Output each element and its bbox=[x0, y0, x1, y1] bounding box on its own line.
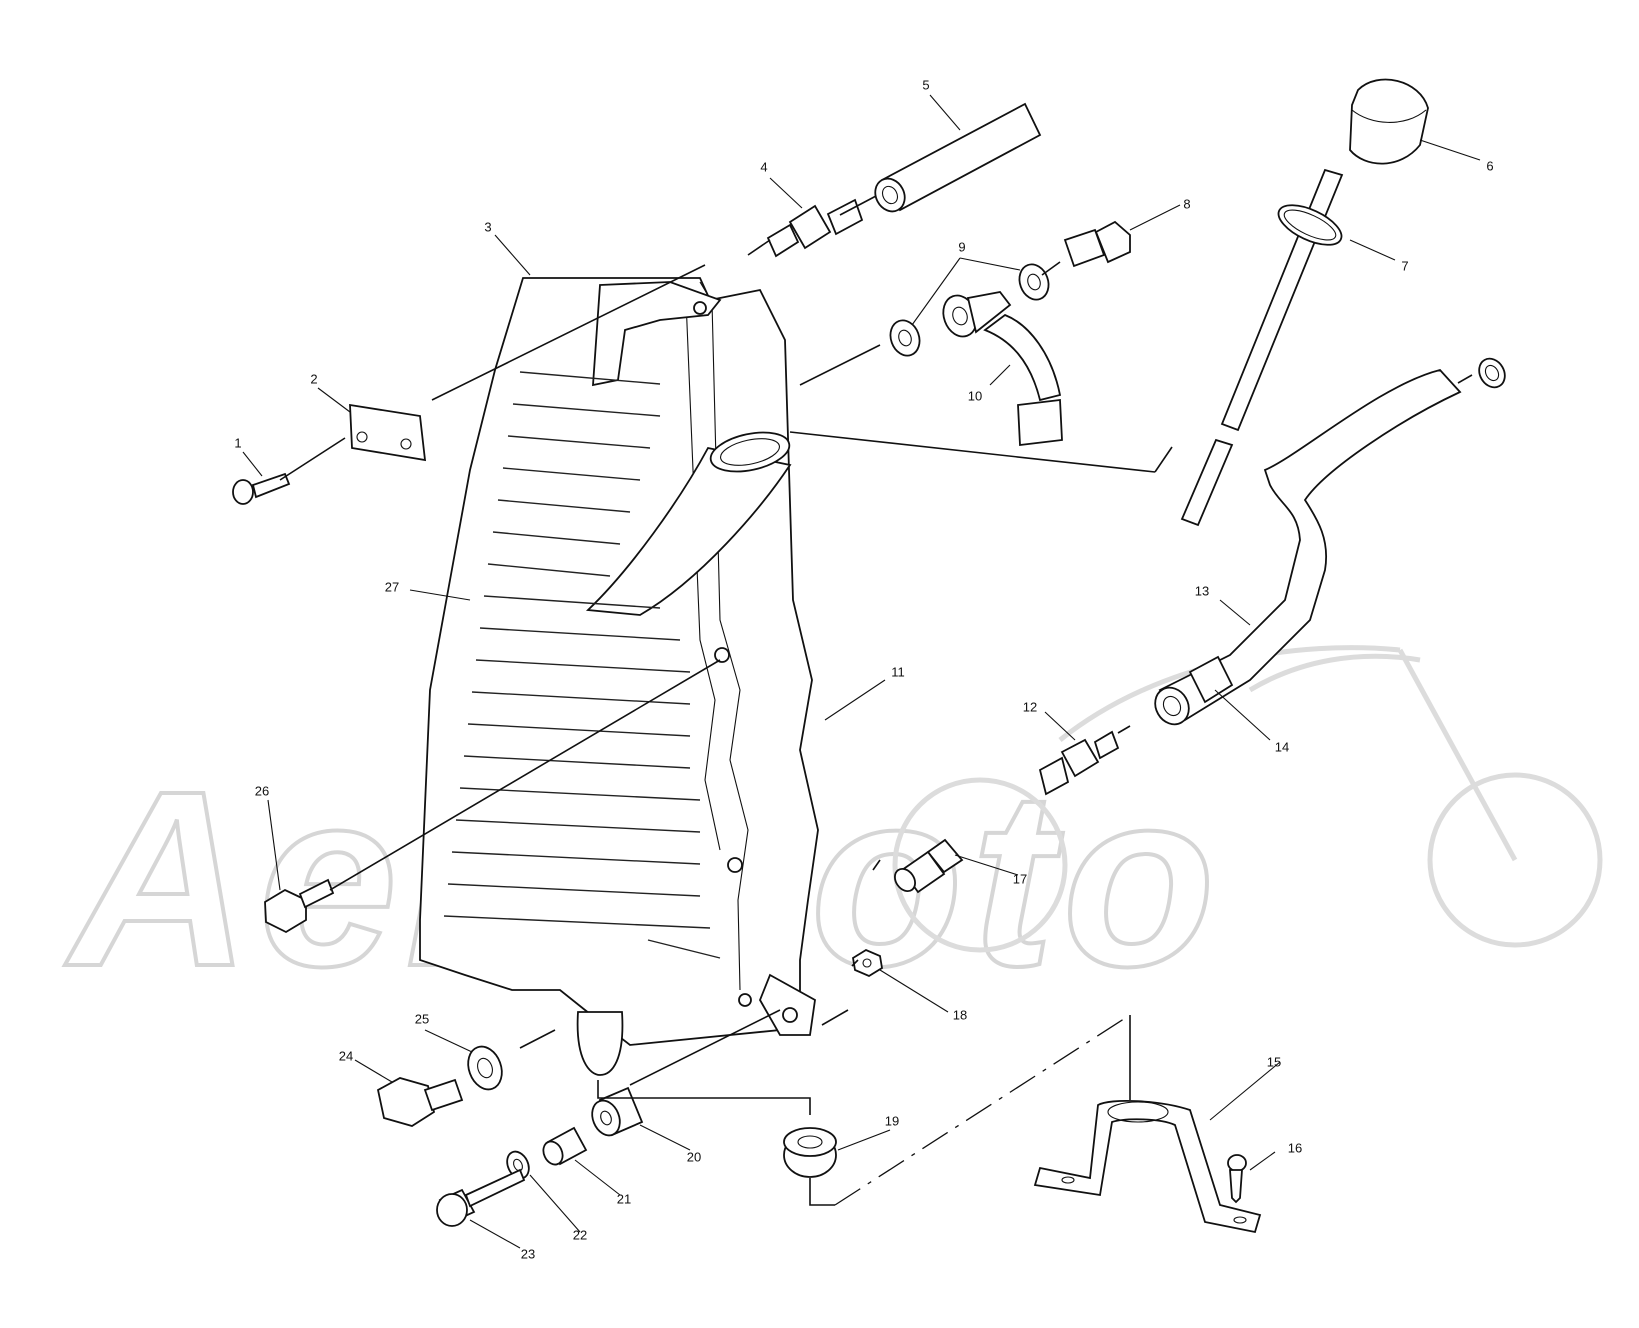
callout-23: 23 bbox=[521, 1246, 535, 1261]
callout-labels: 1 2 3 4 5 6 7 8 9 10 11 12 13 14 15 16 1… bbox=[234, 77, 1493, 1261]
callout-14: 14 bbox=[1275, 739, 1289, 754]
callout-15: 15 bbox=[1267, 1054, 1281, 1069]
callout-13: 13 bbox=[1195, 583, 1209, 598]
assembly-lines bbox=[279, 195, 1473, 1206]
part-2-plate bbox=[349, 403, 427, 462]
callout-3: 3 bbox=[484, 219, 491, 234]
callout-10: 10 bbox=[968, 388, 982, 403]
part-17-sensor bbox=[894, 838, 964, 894]
part-15-bracket bbox=[1033, 1099, 1262, 1234]
callout-5: 5 bbox=[922, 77, 929, 92]
callout-2: 2 bbox=[310, 371, 317, 386]
callout-24: 24 bbox=[339, 1048, 353, 1063]
callout-20: 20 bbox=[687, 1149, 701, 1164]
part-7-o-ring bbox=[1277, 204, 1343, 246]
part-13-hose bbox=[1154, 368, 1462, 726]
part-10-banjo-fitting bbox=[942, 291, 1063, 447]
part-21-sleeve bbox=[542, 1126, 588, 1166]
callout-7: 7 bbox=[1401, 258, 1408, 273]
callout-1: 1 bbox=[234, 435, 241, 450]
callout-leaders bbox=[242, 94, 1481, 1249]
callout-21: 21 bbox=[617, 1191, 631, 1206]
oil-tank bbox=[419, 277, 819, 1076]
callout-22: 22 bbox=[573, 1227, 587, 1242]
callout-6: 6 bbox=[1486, 158, 1493, 173]
part-16-screw bbox=[1227, 1154, 1247, 1204]
callout-8: 8 bbox=[1183, 196, 1190, 211]
part-1-screw bbox=[232, 472, 291, 505]
callout-4: 4 bbox=[760, 159, 767, 174]
part-24-drain-bolt bbox=[376, 1077, 464, 1127]
watermark: AeHMoto bbox=[62, 645, 1603, 1020]
callout-26: 26 bbox=[255, 783, 269, 798]
part-19-grommet bbox=[783, 1127, 837, 1178]
callout-18: 18 bbox=[953, 1007, 967, 1022]
callout-12: 12 bbox=[1023, 699, 1037, 714]
cooling-fins bbox=[443, 371, 721, 959]
part-20-bushing bbox=[591, 1086, 644, 1137]
callout-9: 9 bbox=[958, 239, 965, 254]
part-26-bolt bbox=[264, 878, 335, 934]
part-4-fitting bbox=[766, 198, 864, 258]
part-18-nut bbox=[852, 948, 883, 978]
part-14-clamp-ring bbox=[1188, 357, 1506, 704]
callout-16: 16 bbox=[1288, 1140, 1302, 1155]
part-12-fitting bbox=[1038, 730, 1120, 796]
part-8-bolt bbox=[1063, 220, 1131, 268]
callout-19: 19 bbox=[885, 1113, 899, 1128]
part-5-hose bbox=[874, 102, 1042, 213]
callout-11: 11 bbox=[891, 664, 905, 679]
callout-17: 17 bbox=[1013, 871, 1027, 886]
callout-27: 27 bbox=[385, 579, 399, 594]
part-23-bolt bbox=[436, 1168, 526, 1227]
part-25-washer bbox=[467, 1045, 503, 1091]
part-9-washers bbox=[889, 263, 1050, 357]
callout-25: 25 bbox=[415, 1011, 429, 1026]
